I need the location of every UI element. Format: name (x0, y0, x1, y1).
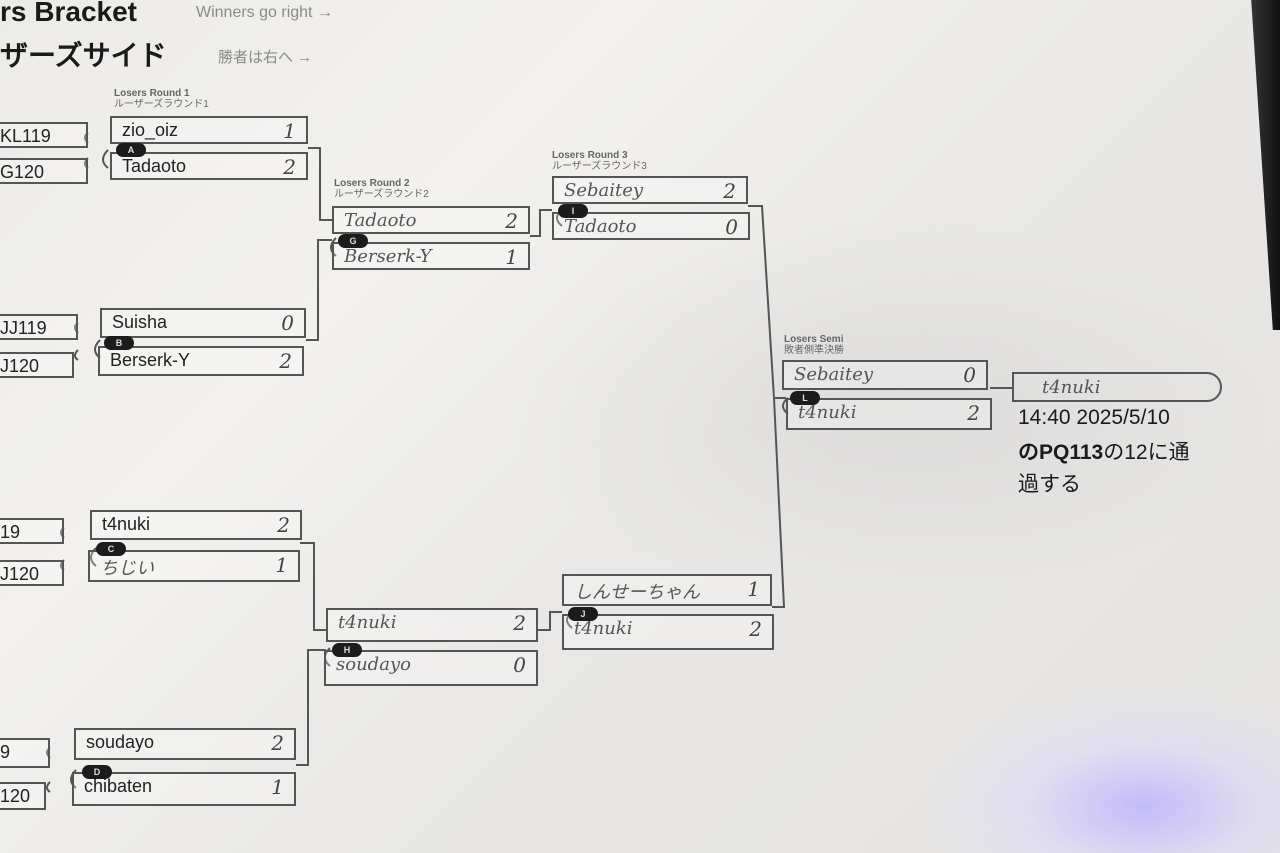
connector-a-g (308, 147, 332, 221)
bracket-title-en: rs Bracket (0, 0, 137, 27)
feeder-slot: KL119 (0, 122, 88, 148)
bracket-subtitle-en: Winners go right → (196, 4, 333, 21)
match-badge-c: C (96, 542, 126, 556)
match-badge-l: L (790, 391, 820, 405)
feeder-slot: 9 (0, 738, 50, 768)
match-badge-b: B (104, 336, 134, 350)
advance-note-time: 14:40 2025/5/10 (1018, 406, 1170, 429)
feeder-hook (46, 132, 89, 793)
bracket-title-jp: ザーズサイド (0, 40, 167, 71)
connector-g-i (530, 209, 552, 237)
advance-note-line3: 過する (1018, 473, 1081, 496)
feeder-slot: J120 (0, 560, 64, 586)
connector-b-g (306, 239, 332, 341)
match-badge-a: A (116, 143, 146, 157)
bracket-subtitle-jp: 勝者は右へ → (218, 49, 313, 66)
connector-h-j (538, 611, 562, 631)
connector-i-l (748, 205, 786, 399)
match-badge-g: G (338, 234, 368, 248)
losers-final-slot: t4nuki (1012, 372, 1222, 402)
match-badge-d: D (82, 765, 112, 779)
feeder-slot: 19 (0, 518, 64, 544)
match-badge-h: H (332, 643, 362, 657)
feeder-slot: JJ119 (0, 314, 78, 340)
connector-j-l (772, 397, 786, 608)
advance-note-line2: のPQ113の12に通 (1018, 441, 1190, 464)
match-badge-i: I (558, 204, 588, 218)
match-badge-j: J (568, 607, 598, 621)
feeder-slot: J120 (0, 352, 74, 378)
feeder-slot: G120 (0, 158, 88, 184)
connector-d-h (296, 649, 326, 766)
feeder-slot: 120 (0, 782, 46, 810)
connector-c-h (300, 542, 326, 631)
